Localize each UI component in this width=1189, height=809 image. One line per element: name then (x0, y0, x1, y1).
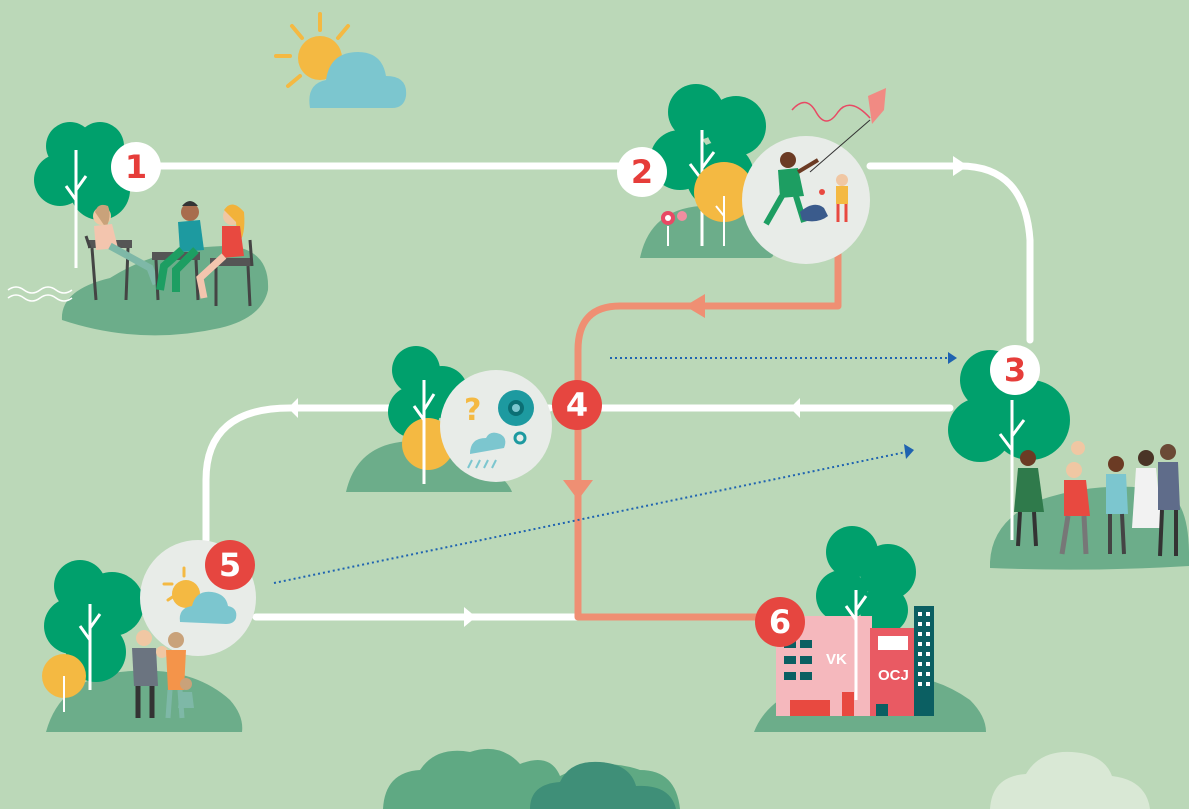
building-sign-vk: VK (826, 651, 847, 668)
scene-4-questions: ? (346, 346, 552, 492)
step-badge-1[interactable]: 1 (111, 142, 161, 192)
counseling-people (84, 201, 254, 307)
dotted-arrow-heads (904, 352, 957, 459)
family-weather-people (132, 630, 194, 719)
step-badge-2[interactable]: 2 (617, 147, 667, 197)
scene-1-counseling (7, 122, 269, 336)
scene-3-family-group (948, 350, 1189, 570)
scene-2-kite (640, 84, 886, 264)
step-badge-4[interactable]: 4 (552, 380, 602, 430)
step-badge-3[interactable]: 3 (990, 345, 1040, 395)
white-path-arrows (288, 156, 968, 627)
salmon-path-arrows (563, 294, 705, 500)
building-tower (914, 606, 934, 716)
salmon-path (574, 246, 842, 621)
svg-text:?: ? (464, 393, 481, 428)
building-sign-ocj: OCJ (878, 667, 909, 684)
scene-6-building: VK OCJ (754, 526, 986, 732)
bottom-trees (383, 748, 1150, 809)
step-badge-5[interactable]: 5 (205, 540, 255, 590)
sun-cloud-icon (274, 12, 407, 108)
family-group-people (1014, 441, 1180, 557)
step-badge-6[interactable]: 6 (755, 597, 805, 647)
dotted-arrows (273, 357, 948, 584)
scene-5-family-weather (42, 540, 256, 732)
